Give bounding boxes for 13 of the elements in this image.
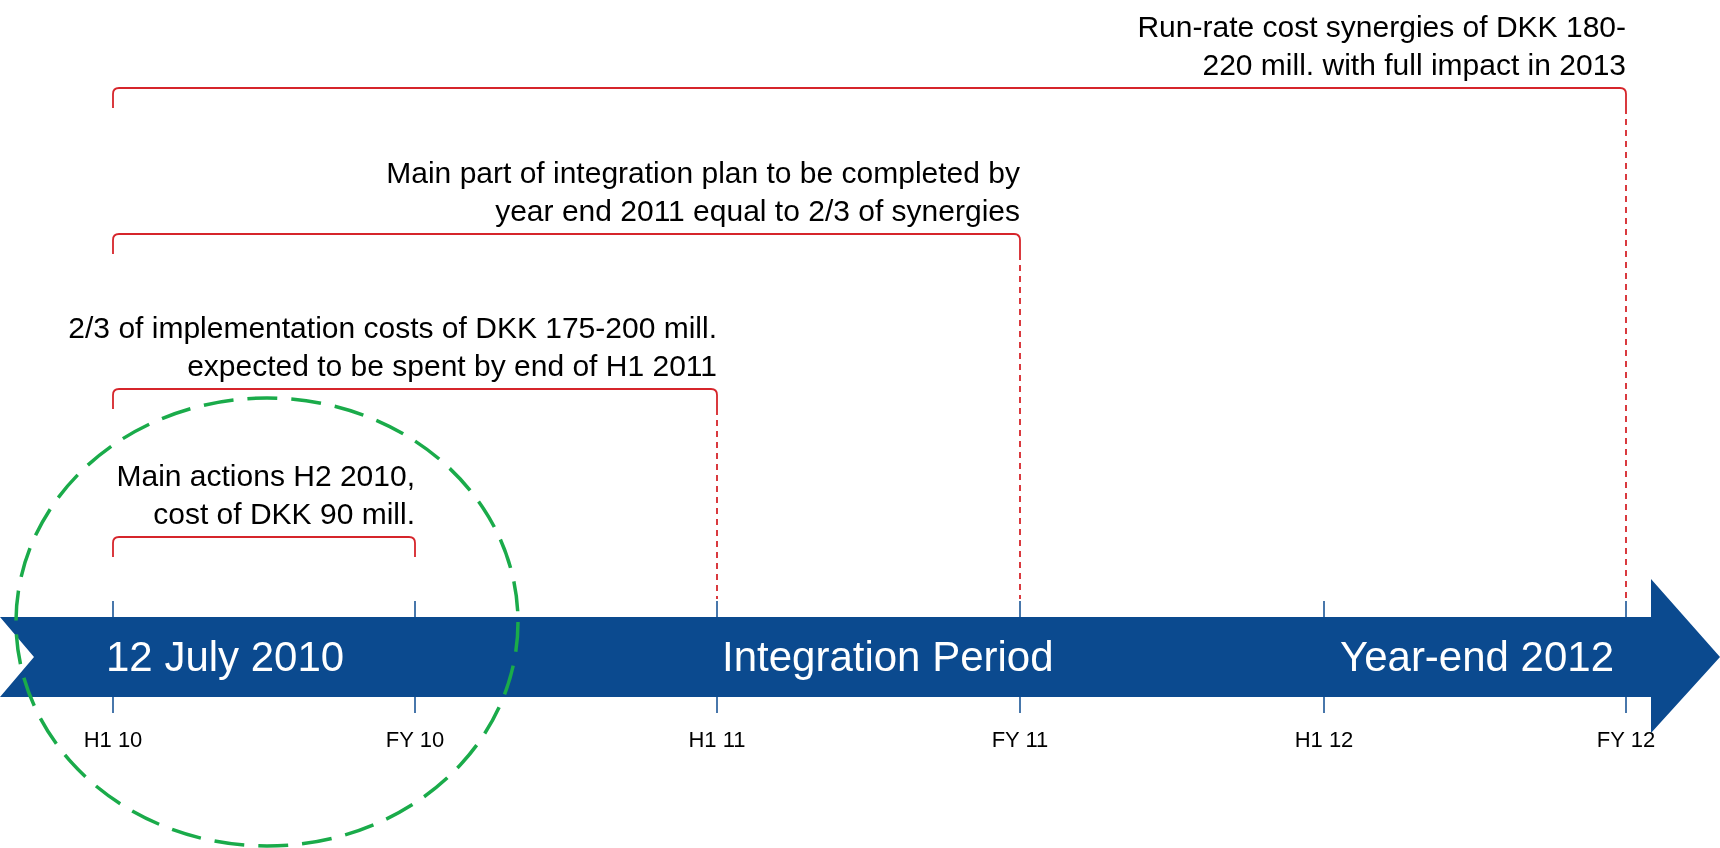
tick-label: H1 10 <box>82 727 144 753</box>
timeline-label: Year-end 2012 <box>1340 632 1615 682</box>
tick-label: FY 12 <box>1595 727 1657 753</box>
annotation-text: Run-rate cost synergies of DKK 180-220 mill. with full impact in 2013 <box>1136 9 1626 83</box>
timeline-label: 12 July 2010 <box>106 632 345 682</box>
tick-label: FY 10 <box>384 727 446 753</box>
tick-label: H1 12 <box>1293 727 1355 753</box>
timeline-label: Integration Period <box>722 632 1054 682</box>
annotation-text: Main actions H2 2010, cost of DKK 90 mill. <box>115 458 415 532</box>
tick-label: H1 11 <box>687 727 747 753</box>
annotation-text: 2/3 of implementation costs of DKK 175-200 mill. expected to be spent by end of H1 2011 <box>67 310 717 384</box>
tick-label: FY 11 <box>990 727 1050 753</box>
annotation-text: Main part of integration plan to be completed by year end 2011 equal to 2/3 of synergies <box>385 155 1020 229</box>
